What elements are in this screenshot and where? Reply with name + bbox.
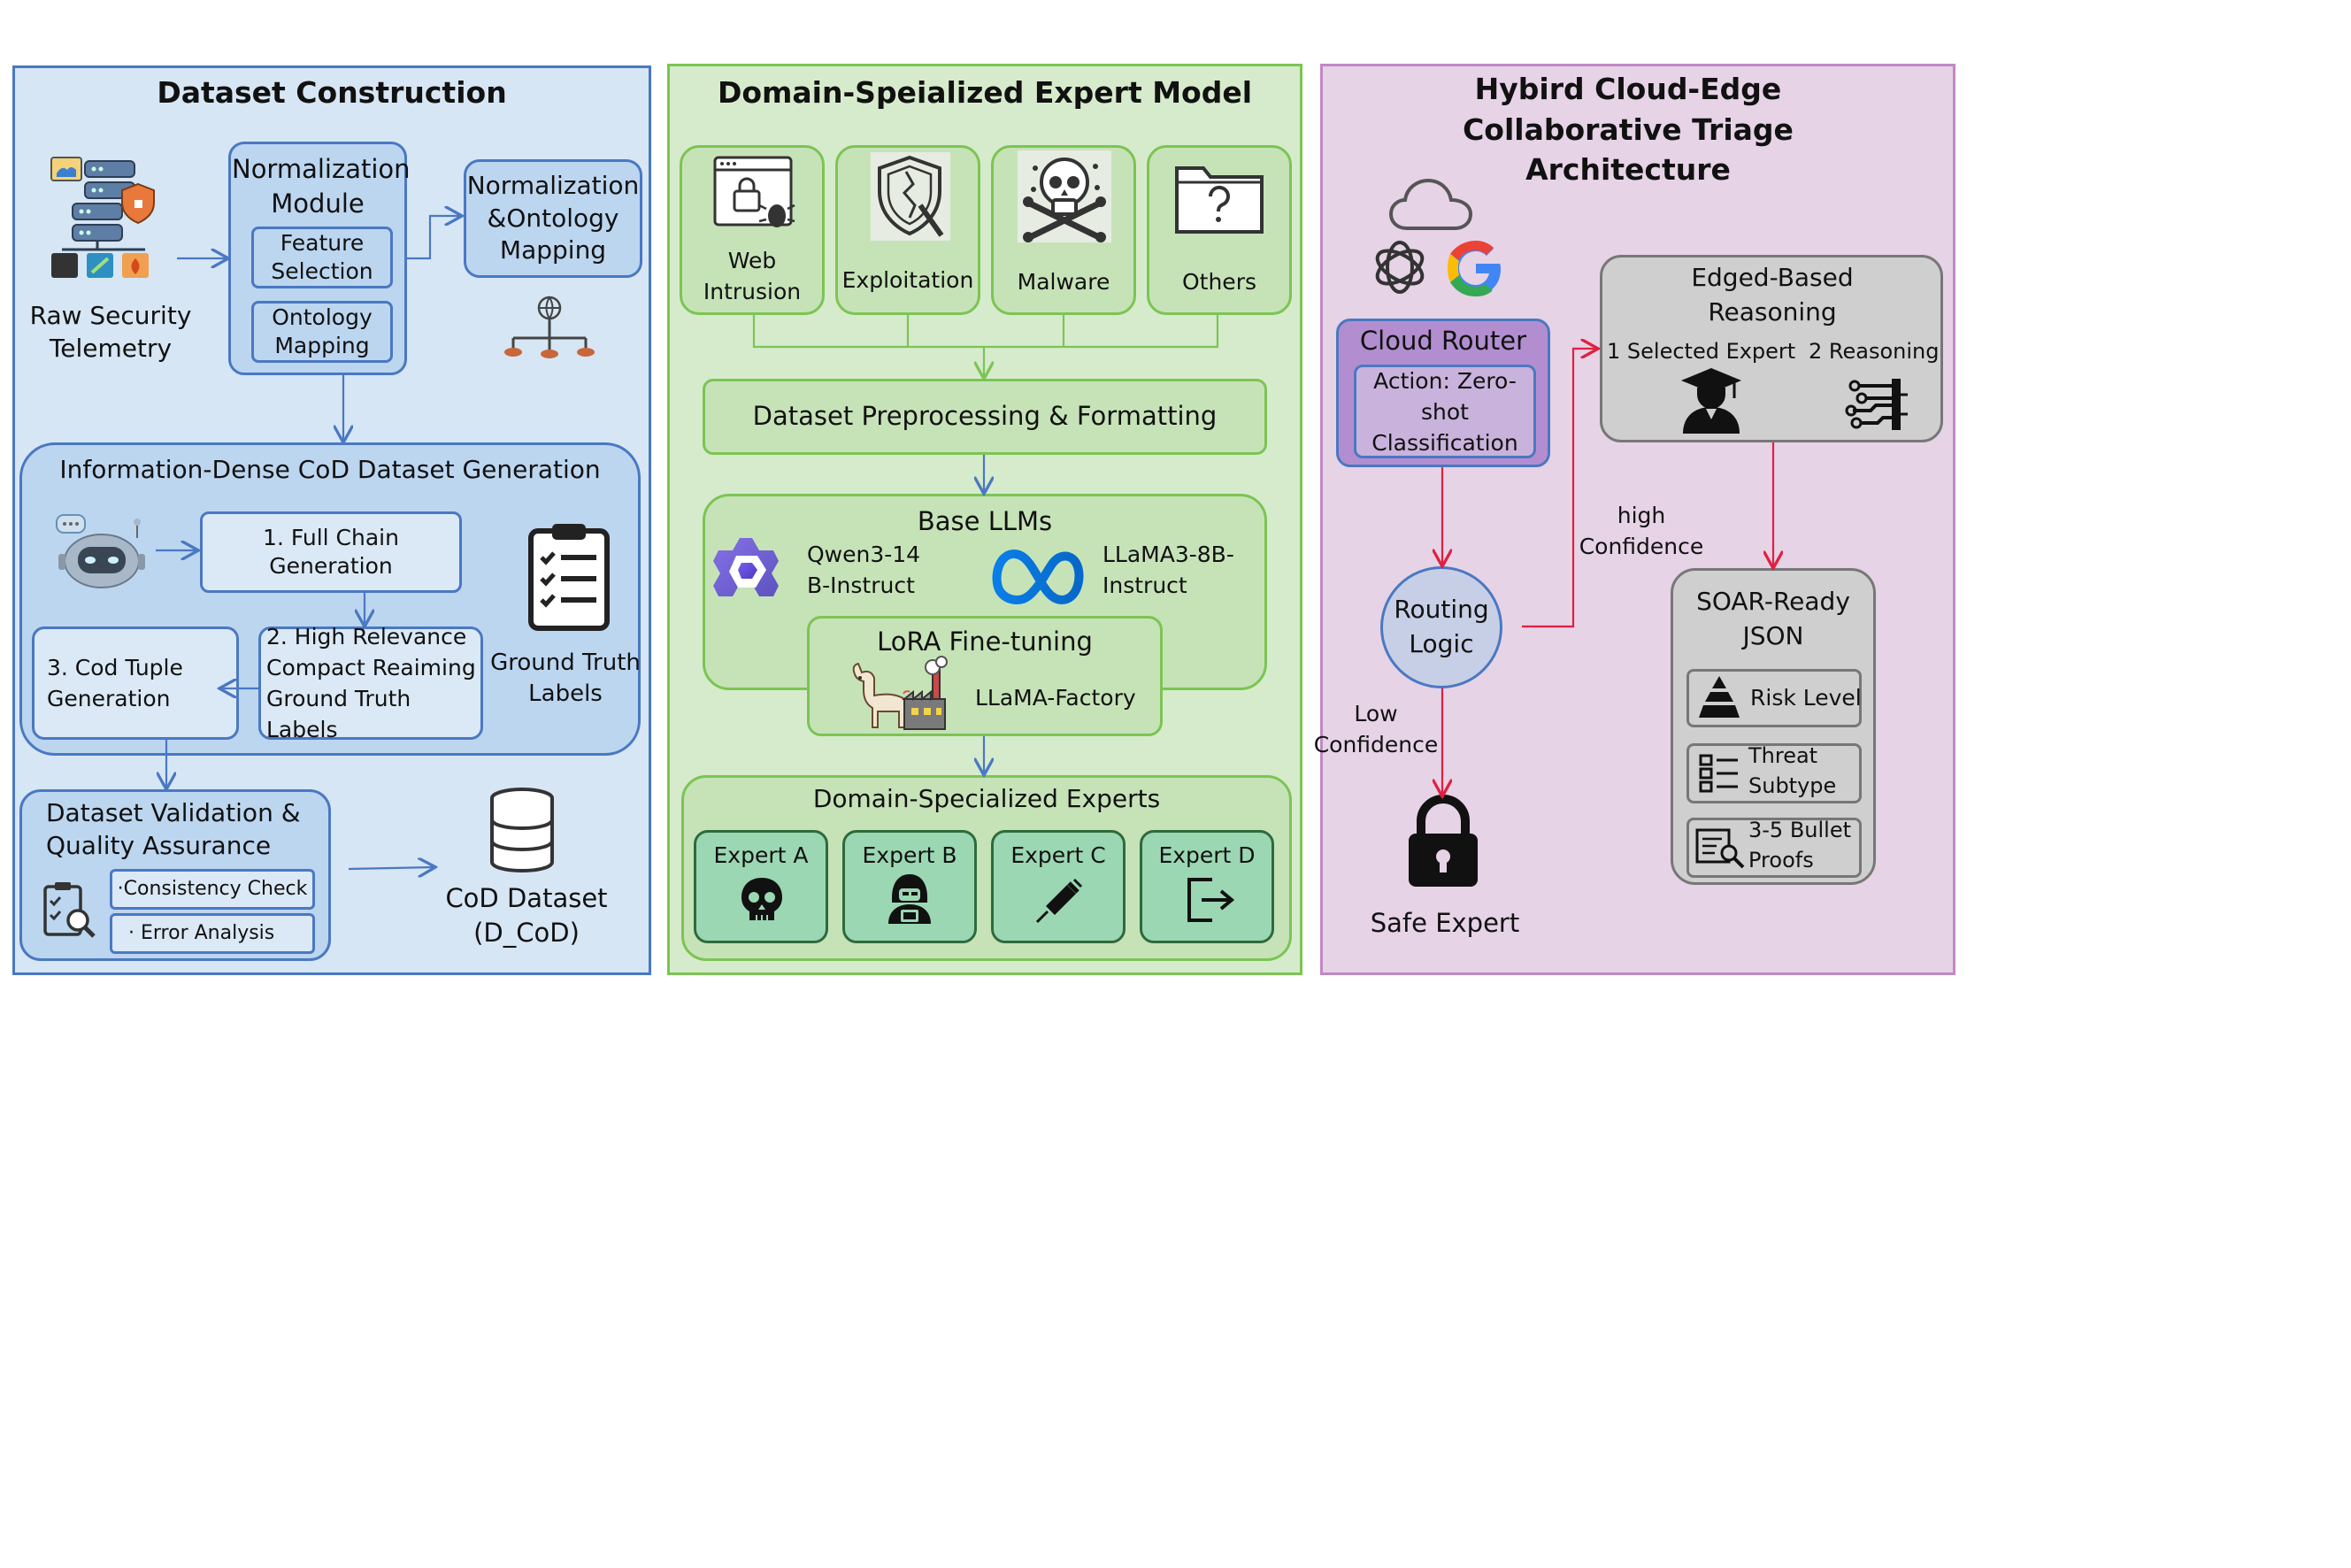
arrow-routing-to-edge bbox=[1522, 349, 1596, 628]
arrow-categories-merge bbox=[752, 315, 1219, 349]
low-confidence-label: Low Confidence bbox=[1313, 701, 1439, 757]
expert-b-box bbox=[842, 830, 977, 943]
server-stack-icon bbox=[50, 157, 155, 278]
risk-level-label: Risk Level bbox=[1750, 685, 1862, 711]
normalization-module-title: Normalization Module bbox=[232, 154, 411, 219]
preprocessing-box: Dataset Preprocessing & Formatting bbox=[703, 379, 1267, 455]
expert-a-label: Expert A bbox=[713, 842, 809, 868]
ground-truth-label: Ground Truth Labels bbox=[490, 649, 641, 707]
llama-factory-icon bbox=[852, 656, 948, 730]
skull-icon bbox=[741, 878, 782, 920]
llama-label: LLaMA3-8B- Instruct bbox=[1103, 542, 1234, 598]
qwen-logo-icon bbox=[713, 538, 779, 596]
edge-reasoning-box bbox=[1600, 255, 1943, 442]
pyramid-icon bbox=[1699, 676, 1740, 718]
syringe-icon bbox=[1035, 878, 1083, 924]
error-analysis-box: · Error Analysis bbox=[110, 913, 315, 954]
raw-telemetry-label: Raw Security Telemetry bbox=[29, 301, 192, 364]
domain-experts-title: Domain-Specialized Experts bbox=[812, 784, 1161, 813]
cloud-icon bbox=[1388, 178, 1473, 230]
magnifier-doc-icon bbox=[1695, 828, 1745, 869]
exit-icon bbox=[1187, 878, 1235, 922]
meta-logo-icon bbox=[992, 550, 1084, 604]
web-lock-bug-icon bbox=[713, 156, 795, 227]
step2-high-relevance-box: 2. High Relevance Compact Reaiming Groun… bbox=[258, 624, 483, 742]
feature-selection-box: Feature Selection bbox=[251, 227, 393, 288]
padlock-icon bbox=[1409, 795, 1478, 887]
ontology-mapping-box: Ontology Mapping bbox=[251, 301, 393, 363]
cloud-router-action-box: Action: Zero-shot Classification bbox=[1354, 365, 1536, 458]
edge-reasoning-title: Edged-Based Reasoning bbox=[1691, 263, 1854, 327]
ontology-tree-icon bbox=[504, 296, 595, 358]
risk-level-box bbox=[1686, 669, 1862, 727]
arrow-validation-to-dataset bbox=[348, 867, 434, 869]
clipboard-search-icon bbox=[43, 882, 96, 938]
qwen-label: Qwen3-14 B-Instruct bbox=[807, 542, 921, 598]
web-intrusion-label: Web Intrusion bbox=[703, 248, 802, 304]
dataset-construction-title: Dataset Construction bbox=[157, 75, 507, 110]
lora-title: LoRA Fine-tuning bbox=[877, 626, 1093, 657]
list-icon bbox=[1699, 754, 1738, 793]
broken-shield-icon bbox=[871, 152, 950, 241]
threat-subtype-box bbox=[1686, 743, 1862, 803]
bullet-proofs-label: 3-5 Bullet Proofs bbox=[1748, 818, 1852, 872]
others-label: Others bbox=[1181, 269, 1256, 295]
high-confidence-label: high Confidence bbox=[1579, 503, 1704, 559]
malware-label: Malware bbox=[1017, 269, 1110, 295]
step1-full-chain-box: 1. Full Chain Generation bbox=[200, 511, 462, 593]
triage-title: Hybird Cloud-Edge Collaborative Triage A… bbox=[1463, 72, 1794, 188]
safe-expert-label: Safe Expert bbox=[1370, 908, 1520, 938]
question-folder-icon bbox=[1175, 166, 1264, 234]
robot-chat-icon bbox=[56, 514, 145, 588]
expert-c-label: Expert C bbox=[1010, 842, 1106, 868]
reasoning-label: 2 Reasoning bbox=[1809, 339, 1940, 364]
clipboard-checklist-icon bbox=[528, 524, 610, 631]
cod-generation-title: Information-Dense CoD Dataset Generation bbox=[59, 455, 601, 484]
bullet-proofs-box bbox=[1686, 818, 1862, 878]
normalization-ontology-mapping-box: Normalization &Ontology Mapping bbox=[464, 159, 642, 278]
graduate-expert-icon bbox=[1681, 368, 1741, 434]
google-logo-icon bbox=[1448, 241, 1501, 296]
validation-title: Dataset Validation & Quality Assurance bbox=[46, 798, 301, 861]
skull-crossbones-icon bbox=[1018, 150, 1111, 242]
hacker-icon bbox=[888, 874, 931, 924]
expert-model-title: Domain-Speialized Expert Model bbox=[717, 75, 1253, 110]
threat-subtype-label: Threat Subtype bbox=[1748, 743, 1837, 798]
selected-expert-label: 1 Selected Expert bbox=[1607, 339, 1796, 364]
exploitation-label: Exploitation bbox=[841, 267, 974, 293]
expert-d-box bbox=[1140, 830, 1274, 943]
expert-d-label: Expert D bbox=[1158, 842, 1256, 868]
expert-c-box bbox=[991, 830, 1126, 943]
llama-factory-label: LLaMA-Factory bbox=[975, 685, 1136, 711]
consistency-check-box: ·Consistency Check bbox=[110, 869, 315, 910]
database-icon bbox=[490, 788, 554, 873]
openai-logo-icon bbox=[1375, 241, 1425, 294]
base-llms-title: Base LLMs bbox=[917, 506, 1053, 536]
soar-title: SOAR-Ready JSON bbox=[1696, 587, 1850, 651]
expert-b-label: Expert B bbox=[862, 842, 957, 868]
circuit-reasoning-icon bbox=[1845, 379, 1908, 430]
step3-cod-tuple-box: 3. Cod Tuple Generation bbox=[32, 626, 239, 740]
cloud-router-title: Cloud Router bbox=[1359, 326, 1527, 356]
arrow-normalization-to-mapping bbox=[407, 216, 460, 260]
cod-dataset-label: CoD Dataset (D_CoD) bbox=[445, 883, 608, 949]
